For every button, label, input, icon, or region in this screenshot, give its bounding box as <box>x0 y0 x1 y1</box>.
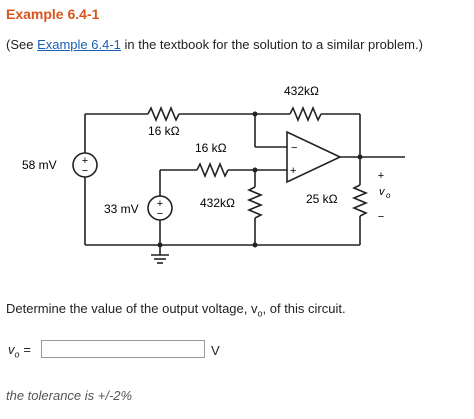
source-mid-minus: − <box>157 208 163 220</box>
r-top-label: 16 kΩ <box>148 124 180 138</box>
question-text: Determine the value of the output voltag… <box>6 301 346 319</box>
answer-unit: V <box>211 343 220 358</box>
circuit-diagram: + − + − − + 58 mV 33 mV 16 kΩ 16 kΩ 432k… <box>22 84 405 264</box>
question-main: Determine the value of the output voltag… <box>6 301 258 316</box>
tolerance-note: the tolerance is +/-2% <box>6 388 133 403</box>
page-title: Example 6.4-1 <box>6 6 100 22</box>
reference-suffix: in the textbook for the solution to a si… <box>120 37 423 52</box>
r-ground-label: 432kΩ <box>200 196 235 210</box>
reference-note: (See Example 6.4-1 in the textbook for t… <box>6 37 423 52</box>
opamp-minus-label: − <box>291 142 297 154</box>
reference-prefix: (See <box>6 37 38 52</box>
source-left-plus: + <box>82 155 88 167</box>
r-load-label: 25 kΩ <box>306 192 338 206</box>
vo-minus: − <box>378 211 384 223</box>
answer-label-sub: o <box>14 349 20 360</box>
vo-sub: o <box>386 191 391 200</box>
vo-plus: + <box>378 170 384 182</box>
question-suffix: , of this circuit. <box>262 301 346 316</box>
answer-input[interactable] <box>41 340 205 358</box>
source-left-minus: − <box>82 165 88 177</box>
source-mid-plus: + <box>157 198 163 210</box>
vo-label: v <box>379 186 386 198</box>
answer-label-eq: = <box>19 342 31 358</box>
answer-row: vo = V <box>8 340 238 362</box>
source-left-label: 58 mV <box>22 158 57 172</box>
example-link[interactable]: Example 6.4-1 <box>37 37 121 52</box>
r-mid-label: 16 kΩ <box>195 141 227 155</box>
question-sub: o <box>257 308 263 319</box>
r-feedback-label: 432kΩ <box>284 84 319 98</box>
answer-label-v: v <box>8 342 15 358</box>
opamp-plus-label: + <box>290 165 296 177</box>
source-mid-label: 33 mV <box>104 202 139 216</box>
answer-label: vo = <box>8 342 42 360</box>
